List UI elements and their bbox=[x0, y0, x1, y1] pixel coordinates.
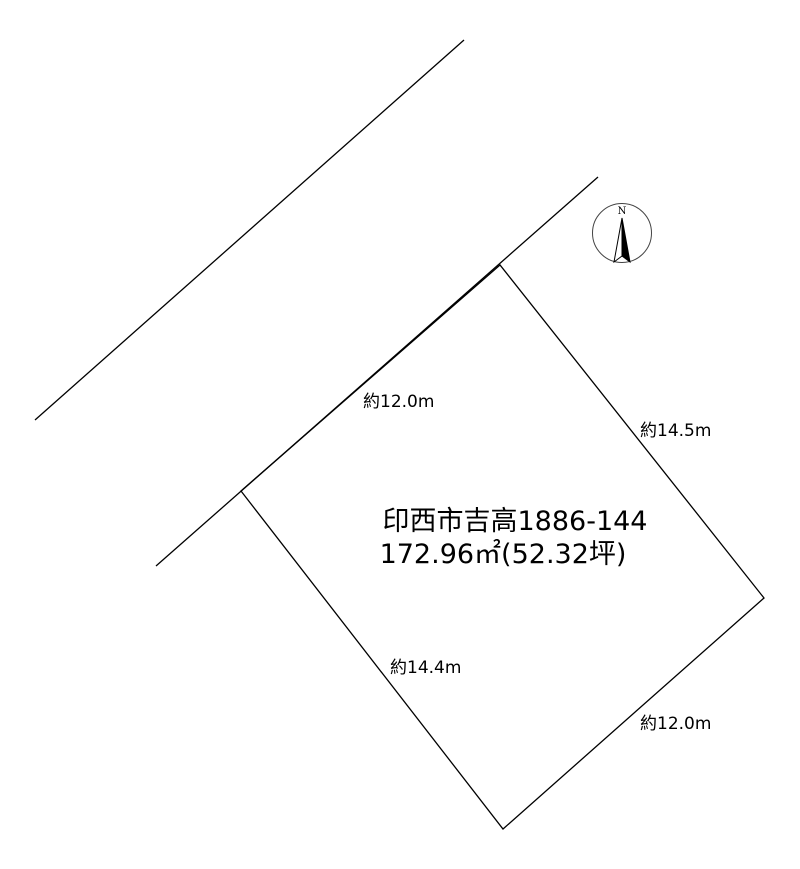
dimension-bottom: 約12.0m bbox=[640, 714, 711, 734]
north-label: N bbox=[618, 206, 627, 217]
dimension-left: 約14.4m bbox=[390, 658, 461, 678]
dimension-right: 約14.5m bbox=[640, 421, 711, 441]
north-arrow-icon: N bbox=[592, 203, 652, 264]
lot-area: 172.96㎡(52.32坪) bbox=[380, 539, 627, 570]
road-edge-far bbox=[34, 39, 465, 421]
lot-boundary bbox=[240, 264, 765, 830]
lot-address: 印西市吉高1886-144 bbox=[383, 506, 648, 537]
dimension-top: 約12.0m bbox=[363, 392, 434, 412]
